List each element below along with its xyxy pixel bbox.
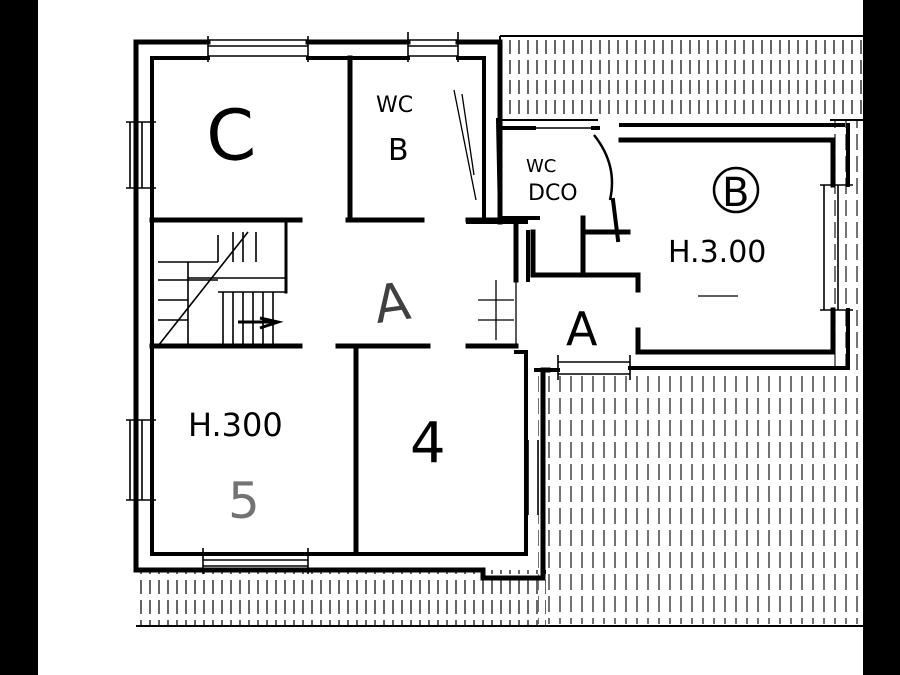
hatched-areas	[136, 35, 863, 627]
wc-dc-label-line2: DCO	[528, 181, 578, 206]
room-c-label: C	[204, 93, 258, 178]
room-b-circle	[712, 166, 760, 214]
height-right-label: H.3.00	[668, 235, 766, 270]
drawing-sheet: C WC B WC DCO B H.3.00 A A H.300 4 5	[38, 0, 863, 675]
wc-b-label-line1: WC	[376, 93, 413, 118]
windows	[126, 32, 853, 574]
hatch-bottom-right	[538, 372, 863, 624]
height-left-label: H.300	[188, 406, 283, 444]
door-swings	[453, 89, 738, 345]
hatch-bottom-left	[136, 570, 546, 626]
room-b-label: B	[722, 170, 749, 216]
room-4-label: 4	[410, 411, 446, 476]
walls	[133, 39, 850, 581]
hatch-top-right	[500, 38, 863, 120]
entry-label: A	[566, 302, 598, 356]
room-labels: C WC B WC DCO B H.3.00 A A H.300 4 5	[188, 93, 766, 530]
wc-b-label-line2: B	[388, 133, 409, 168]
wc-dc-label-line1: WC	[526, 156, 556, 177]
hall-label: A	[370, 272, 414, 336]
floor-plan: C WC B WC DCO B H.3.00 A A H.300 4 5	[126, 32, 863, 627]
room-5-label: 5	[228, 472, 260, 530]
staircase	[157, 231, 286, 347]
